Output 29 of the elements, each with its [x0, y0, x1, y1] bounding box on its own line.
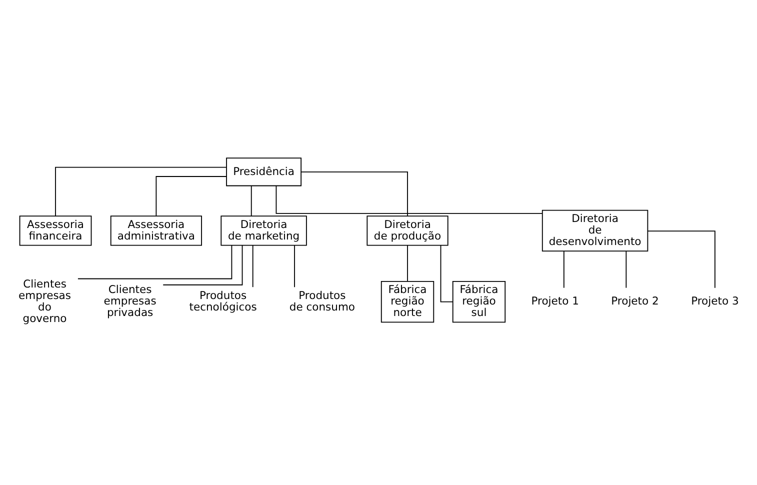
- connector: [162, 244, 243, 285]
- node-text: Projeto 3: [691, 294, 739, 308]
- connector: [648, 230, 716, 288]
- connector: [276, 185, 543, 214]
- connector: [78, 244, 232, 279]
- connector: [250, 184, 252, 216]
- node-box: Diretoria de marketing: [220, 215, 307, 246]
- connector: [440, 244, 454, 302]
- node-box: Assessoria financeira: [19, 215, 92, 246]
- node-text: Clientes empresas do governo: [18, 276, 72, 324]
- node-box: Presidência: [226, 157, 302, 186]
- connector: [156, 176, 227, 216]
- node-text: Produtos de consumo: [289, 288, 356, 313]
- connector: [300, 170, 408, 216]
- node-box: Diretoria de desenvolvimento: [542, 209, 648, 252]
- node-box: Fábrica região sul: [452, 280, 506, 322]
- node-text: Clientes empresas privadas: [104, 282, 156, 319]
- node-box: Diretoria de produção: [366, 215, 448, 246]
- node-box: Fábrica região norte: [380, 280, 434, 322]
- connector: [294, 244, 295, 288]
- node-text: Produtos tecnológicos: [189, 288, 257, 313]
- node-text: Projeto 2: [611, 294, 659, 308]
- connector: [55, 166, 227, 216]
- connector: [252, 244, 254, 288]
- node-text: Projeto 1: [531, 294, 579, 308]
- connector: [407, 244, 408, 282]
- connector: [626, 250, 627, 288]
- node-box: Assessoria administrativa: [110, 215, 202, 246]
- connector: [563, 250, 564, 288]
